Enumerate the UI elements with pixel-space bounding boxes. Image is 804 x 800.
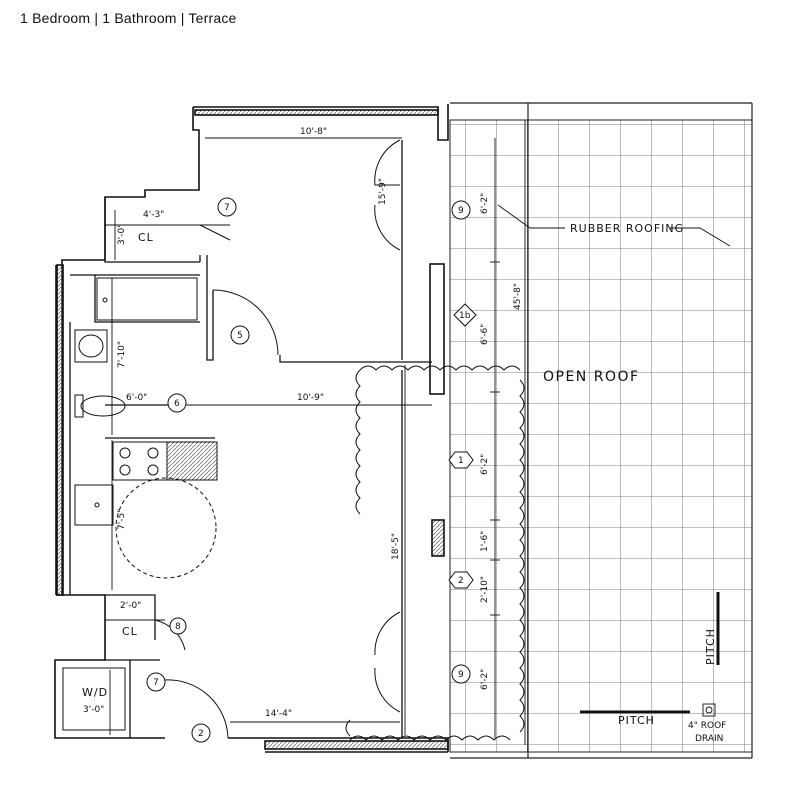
fridge [166, 441, 218, 481]
tag-1 [448, 451, 474, 469]
dim-window-top: 6'-2" [480, 193, 490, 214]
closet-label: CL [138, 231, 154, 244]
tag-1b-text: 1b [459, 311, 471, 321]
tag-8 [169, 617, 187, 635]
toilet-bowl [80, 395, 126, 417]
open-roof-label: OPEN ROOF [543, 369, 640, 385]
dim-window-1-6: 1'-6" [480, 531, 490, 552]
tag-6-text: 6 [174, 399, 180, 409]
stove [112, 441, 168, 481]
pitch-vertical-label: PITCH [704, 628, 717, 665]
kitchen-sink [74, 484, 114, 526]
tag-2w [448, 571, 474, 589]
pitch-horizontal-label: PITCH [618, 714, 655, 727]
dim-bath-depth: 7'-10" [117, 341, 127, 368]
dimension-lines [105, 120, 731, 745]
tag-7b [146, 672, 166, 692]
dim-living-depth: 18'-5" [391, 533, 401, 560]
tag-9b [451, 664, 471, 684]
dim-window-1b: 6'-6" [480, 324, 490, 345]
toilet-tank [74, 394, 84, 418]
tag-7a-text: 7 [224, 203, 230, 213]
tag-9a [451, 200, 471, 220]
tag-5 [230, 325, 250, 345]
dim-bedroom-width: 10'-8" [300, 127, 327, 137]
room-labels: CL CL W/D OPEN ROOF RUBBER ROOFING PITCH… [82, 222, 726, 744]
tag-bubbles [146, 197, 477, 743]
tag-7a [217, 197, 237, 217]
dim-closet-depth: 3'-0" [117, 224, 127, 245]
sink-bath [74, 329, 108, 363]
revision-clouds [345, 365, 525, 741]
roof-drain-label-1: 4" ROOF [688, 721, 726, 731]
tag-5-text: 5 [237, 331, 243, 341]
tag-8-text: 8 [175, 622, 181, 632]
terrace-grid [449, 102, 753, 759]
tag-2-text: 2 [198, 729, 204, 739]
tag-9b-text: 9 [458, 670, 464, 680]
dim-closet2-width: 2'-0" [120, 601, 141, 611]
dim-bedroom-depth: 15'-9" [378, 178, 388, 205]
tag-1-text: 1 [458, 456, 464, 466]
washer-dryer [62, 667, 126, 731]
doors [154, 139, 401, 739]
dim-window-1: 6'-2" [480, 454, 490, 475]
tag-2w-text: 2 [458, 576, 464, 586]
turning-circle [115, 477, 217, 579]
exterior-walls [54, 104, 449, 753]
wd-label: W/D [82, 686, 108, 699]
roof-drain-label-2: DRAIN [695, 734, 723, 744]
dim-closet-width: 4'-3" [143, 210, 164, 220]
tag-9a-text: 9 [458, 206, 464, 216]
bathtub [96, 277, 198, 321]
tag-7b-text: 7 [153, 678, 159, 688]
dim-kitchen-depth: 7'-5" [117, 509, 127, 530]
dim-wd-depth: 3'-0" [83, 705, 104, 715]
closet2-label: CL [122, 625, 138, 638]
tag-text: 7 5 6 8 7 2 9 1b 1 2 9 [153, 203, 471, 739]
dim-window-2: 2'-10" [480, 576, 490, 603]
dim-window-bottom: 6'-2" [480, 669, 490, 690]
page-title: 1 Bedroom | 1 Bathroom | Terrace [20, 10, 237, 26]
rubber-roofing-label: RUBBER ROOFING [570, 222, 684, 235]
interior-walls [69, 140, 432, 738]
dimension-text: 10'-8" 15'-9" 4'-3" 3'-0" 7'-10" 6'-0" 1… [83, 127, 523, 719]
dim-bottom-width: 14'-4" [265, 709, 292, 719]
dim-bath-width: 6'-0" [126, 393, 147, 403]
tag-6 [167, 393, 187, 413]
tag-2 [191, 723, 211, 743]
tag-1b [453, 303, 477, 327]
fixtures [62, 277, 218, 731]
dim-living-width: 10'-9" [297, 393, 324, 403]
dim-terrace-depth: 45'-8" [513, 283, 523, 310]
